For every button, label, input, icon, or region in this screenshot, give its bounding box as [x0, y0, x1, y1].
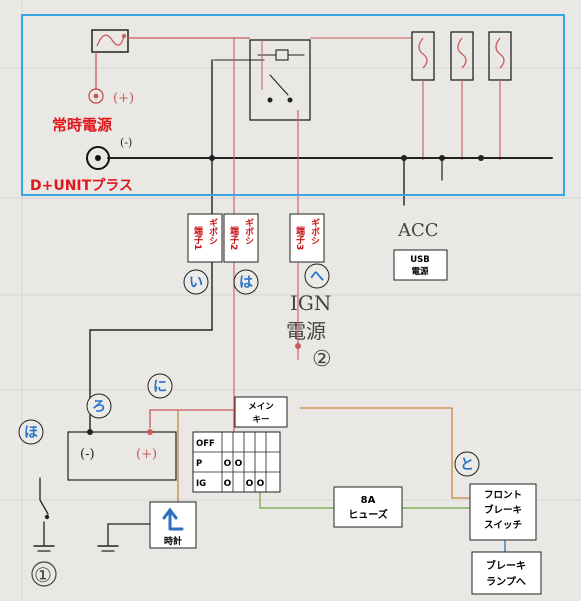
brake-lamp-line-2: ランプへ [486, 575, 526, 588]
main-key-title-box: メイン キー [234, 396, 288, 428]
circle-ha: は [233, 269, 259, 295]
circle-i: い [183, 269, 209, 295]
ign-power-label: 電源 [286, 319, 326, 343]
tag-1-col2: ギボシ [207, 217, 218, 245]
main-key-cell: O [224, 459, 232, 469]
circle-he-text: へ [310, 269, 324, 285]
brake-lamp-box: ブレーキ ランプへ [471, 551, 542, 595]
brake-lamp-line-1: ブレーキ [486, 559, 526, 572]
plus-label: (+) [113, 91, 134, 106]
main-key-title-1: メイン [248, 402, 274, 412]
acc-label: ACC [397, 220, 439, 241]
circle-ni-text: に [153, 379, 167, 395]
front-brake-line-2: ブレーキ [484, 504, 522, 516]
fuse-line-1: 8A [361, 495, 376, 506]
main-key-cell: O [224, 479, 232, 489]
clock-arrow-icon [162, 507, 184, 531]
d-unit-plus-label: D+UNITプラス [30, 178, 133, 194]
circle-ro-text: ろ [92, 399, 106, 415]
d-unit-frame [21, 14, 565, 196]
circle-ha-text: は [239, 275, 253, 291]
tag-1-col1: 端子1 [192, 225, 203, 250]
main-key-row-label: OFF [196, 439, 215, 449]
front-brake-switch-box: フロント ブレーキ スイッチ [469, 483, 537, 541]
ign-label: IGN [290, 291, 331, 315]
circle-ho: ほ [18, 419, 44, 445]
tag-2-col2: ギボシ [243, 217, 254, 245]
main-key-cell: O [246, 479, 254, 489]
main-key-row-label: IG [196, 479, 206, 489]
front-brake-line-3: スイッチ [484, 520, 522, 531]
fuse-line-2: ヒューズ [348, 508, 388, 521]
const-power-terminal [86, 146, 110, 170]
ground-number: ① [34, 563, 52, 587]
tag-2: 端子2 ギボシ [223, 213, 259, 263]
battery-plus-label: (+) [136, 447, 157, 462]
tag-1: 端子1 ギボシ [187, 213, 223, 263]
circle-ni: に [147, 373, 173, 399]
usb-power-box: USB 電源 [393, 249, 448, 281]
main-key-title-2: キー [252, 415, 269, 425]
top-sketch [88, 29, 553, 430]
clock-label: 時計 [164, 535, 182, 547]
circle-he: へ [304, 263, 330, 289]
ign-number: ② [312, 347, 332, 372]
minus-label: (-) [120, 136, 132, 149]
main-key-row-label: P [196, 459, 202, 469]
front-brake-line-1: フロント [484, 490, 522, 501]
main-key-cell: O [257, 479, 265, 489]
tag-3-col2: ギボシ [309, 217, 320, 245]
main-key-cell: O [235, 459, 243, 469]
fuse-8a-box: 8A ヒューズ [333, 486, 403, 528]
lower-wiring [31, 262, 506, 587]
usb-line-2: 電源 [411, 266, 429, 277]
clock-box: 時計 [149, 501, 197, 549]
battery-minus-label: (-) [80, 447, 95, 462]
circle-ho-text: ほ [24, 425, 38, 441]
const-power-label: 常時電源 [52, 116, 112, 134]
usb-line-1: USB [410, 255, 430, 265]
tag-3: 端子3 ギボシ [289, 213, 325, 263]
circle-to: と [454, 451, 480, 477]
tag-3-col1: 端子3 [294, 225, 305, 250]
circle-i-text: い [189, 275, 203, 291]
circle-ro: ろ [86, 393, 112, 419]
tag-2-col1: 端子2 [228, 225, 239, 250]
circle-to-text: と [460, 457, 474, 473]
